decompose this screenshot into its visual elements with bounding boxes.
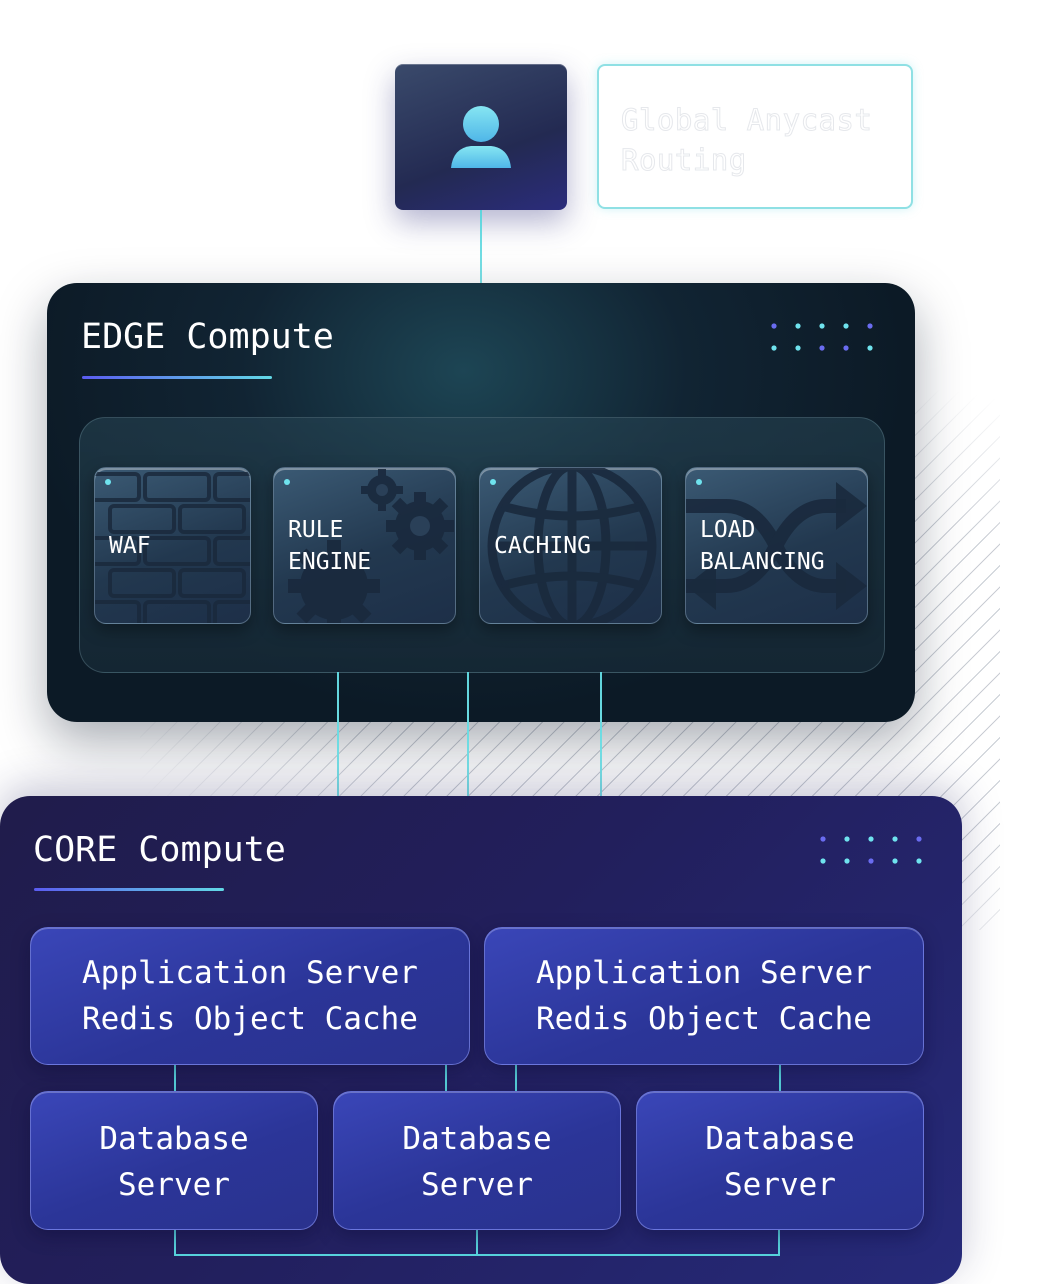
card-indicator-dot	[490, 479, 496, 485]
card-indicator-dot	[696, 479, 702, 485]
caching-label: CACHING	[494, 532, 591, 559]
waf-label: WAF	[109, 532, 151, 559]
core-title-underline	[34, 888, 224, 891]
card-indicator-dot	[284, 479, 290, 485]
waf-card: WAF	[94, 467, 251, 624]
caching-card: CACHING	[479, 467, 662, 624]
dots-decoration-icon	[820, 836, 922, 864]
connector-app2-db2	[515, 1064, 517, 1092]
database-server-label: Database Server	[99, 1121, 249, 1203]
gears-icon	[288, 469, 454, 623]
edge-compute-panel: EDGE Compute WAF	[47, 283, 915, 722]
core-compute-panel: CORE Compute Application Server Redis Ob…	[0, 796, 962, 1284]
brick-wall-icon	[95, 472, 250, 623]
connector-app1-db2	[445, 1064, 447, 1092]
connector-db1-bottom	[174, 1228, 176, 1256]
edge-title: EDGE Compute	[81, 317, 334, 357]
edge-title-underline	[82, 376, 272, 379]
load-balancing-card: LOAD BALANCING	[685, 467, 868, 624]
card-indicator-dot	[105, 479, 111, 485]
app-server-box-1: Application Server Redis Object Cache	[30, 927, 470, 1065]
crossing-arrows-icon	[686, 482, 867, 610]
load-balancing-label: LOAD BALANCING	[700, 516, 825, 575]
connector-edge-core-2	[467, 672, 469, 798]
connector-db2-bottom	[476, 1228, 478, 1256]
core-title: CORE Compute	[33, 830, 286, 870]
app-server-label: Application Server	[536, 955, 872, 991]
user-node	[395, 64, 567, 210]
database-server-label: Database Server	[402, 1121, 552, 1203]
rule-engine-card: RULE ENGINE	[273, 467, 456, 624]
app-server-box-2: Application Server Redis Object Cache	[484, 927, 924, 1065]
connector-user-edge	[480, 210, 482, 284]
redis-cache-label: Redis Object Cache	[82, 1001, 418, 1037]
routing-label-box: Global Anycast Routing	[597, 64, 913, 209]
app-server-label: Application Server	[82, 955, 418, 991]
connector-db3-bottom	[778, 1228, 780, 1256]
connector-app1-db1	[174, 1064, 176, 1092]
connector-edge-core-3	[600, 672, 602, 798]
database-server-box-3: Database Server	[636, 1091, 924, 1230]
routing-label: Global Anycast Routing	[621, 103, 873, 178]
redis-cache-label: Redis Object Cache	[536, 1001, 872, 1037]
user-icon	[451, 106, 511, 168]
dots-decoration-icon	[771, 323, 873, 351]
connector-edge-core-1	[337, 672, 339, 798]
connector-app2-db3	[779, 1064, 781, 1092]
rule-engine-label: RULE ENGINE	[288, 516, 372, 575]
globe-icon	[487, 468, 657, 623]
connector-db-bus	[174, 1254, 780, 1256]
database-server-label: Database Server	[705, 1121, 855, 1203]
edge-services-tray: WAF	[79, 417, 885, 673]
database-server-box-2: Database Server	[333, 1091, 621, 1230]
database-server-box-1: Database Server	[30, 1091, 318, 1230]
